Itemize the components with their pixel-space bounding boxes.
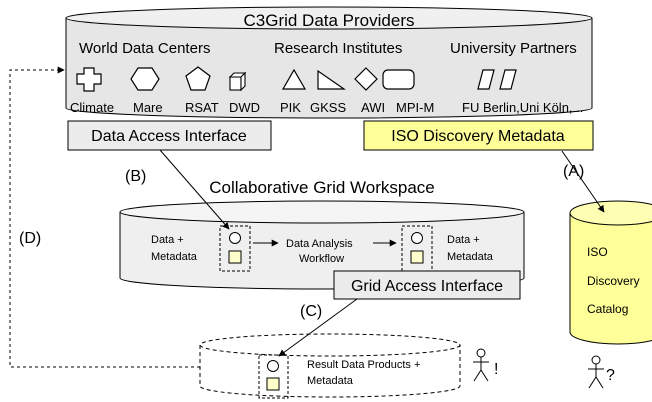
workspace-right-data-label: Data + xyxy=(447,234,480,246)
workflow-label-line2: Workflow xyxy=(299,253,344,265)
rounded-rectangle-shape-icon xyxy=(382,69,415,90)
grid-access-interface-box xyxy=(333,270,521,300)
workspace-cylinder xyxy=(119,200,525,290)
catalog-label-line2: Discovery xyxy=(587,274,640,288)
group-world-data-centers: World Data Centers xyxy=(79,40,210,57)
diamond-shape-icon xyxy=(354,67,378,91)
parallelogram-shape-icon xyxy=(499,69,517,90)
provider-label-pik: PIK xyxy=(280,100,301,115)
provider-label-university-partners: FU Berlin,Uni Köln, .. xyxy=(462,100,583,115)
provider-label-dwd: DWD xyxy=(229,100,260,115)
user-figure-icon xyxy=(588,355,604,389)
result-products-cylinder xyxy=(199,333,461,398)
provider-label-rsat: RSAT xyxy=(185,100,219,115)
step-label-d: (D) xyxy=(19,230,41,247)
user-figure-icon xyxy=(473,348,489,382)
provider-label-gkss: GKSS xyxy=(310,100,346,115)
workspace-right-metadata-label: Metadata xyxy=(447,251,494,263)
exclamation-mark: ! xyxy=(494,361,498,378)
iso-discovery-metadata-box xyxy=(363,120,594,151)
providers-cylinder xyxy=(65,6,593,119)
workspace-left-data-label: Data + xyxy=(151,234,184,246)
arrow-d-results-back-to-providers xyxy=(9,66,200,368)
provider-label-awi: AWI xyxy=(361,100,385,115)
parallelogram-shape-icon xyxy=(477,69,495,90)
arrow-a-iso-metadata-to-catalog xyxy=(561,150,605,213)
metadata-square-icon xyxy=(410,250,424,264)
arrow-b-data-access-to-workspace xyxy=(159,149,230,230)
result-products-label-line2: Metadata xyxy=(307,375,354,387)
cube-shape-icon xyxy=(228,71,247,92)
catalog-label-line1: ISO xyxy=(587,245,608,259)
workflow-label-line1: Data Analysis xyxy=(286,238,353,250)
data-access-interface-label: Data Access Interface xyxy=(91,128,247,145)
step-label-a: (A) xyxy=(563,163,584,180)
provider-label-climate: Climate xyxy=(70,100,114,115)
metadata-square-icon xyxy=(228,250,242,264)
data-circle-icon xyxy=(229,232,241,244)
step-label-c: (C) xyxy=(300,303,322,320)
grid-access-interface-label: Grid Access Interface xyxy=(351,278,503,295)
data-circle-icon xyxy=(267,360,279,372)
provider-label-mare: Mare xyxy=(133,100,163,115)
group-university-partners: University Partners xyxy=(450,40,577,57)
right-triangle-shape-icon xyxy=(317,69,346,90)
step-label-b: (B) xyxy=(125,168,146,185)
pentagon-shape-icon xyxy=(185,66,211,91)
data-circle-icon xyxy=(411,232,423,244)
hexagon-shape-icon xyxy=(130,67,160,91)
iso-catalog-cylinder xyxy=(569,200,652,345)
catalog-label-line3: Catalog xyxy=(587,302,628,316)
workspace-left-metadata-label: Metadata xyxy=(151,251,198,263)
question-mark: ? xyxy=(606,367,615,384)
result-data-node xyxy=(258,354,289,399)
triangle-shape-icon xyxy=(281,68,307,90)
cross-shape-icon xyxy=(76,67,102,92)
iso-discovery-metadata-label: ISO Discovery Metadata xyxy=(391,128,565,145)
data-metadata-node-left xyxy=(219,225,251,272)
metadata-square-icon xyxy=(266,377,280,391)
arrow-c-grid-access-to-results xyxy=(278,298,358,357)
provider-label-mpi-m: MPI-M xyxy=(396,100,434,115)
workspace-title: Collaborative Grid Workspace xyxy=(209,178,435,197)
data-access-interface-box xyxy=(67,120,272,151)
group-research-institutes: Research Institutes xyxy=(274,40,402,57)
result-products-label-line1: Result Data Products + xyxy=(307,359,420,371)
providers-title: C3Grid Data Providers xyxy=(243,11,414,30)
